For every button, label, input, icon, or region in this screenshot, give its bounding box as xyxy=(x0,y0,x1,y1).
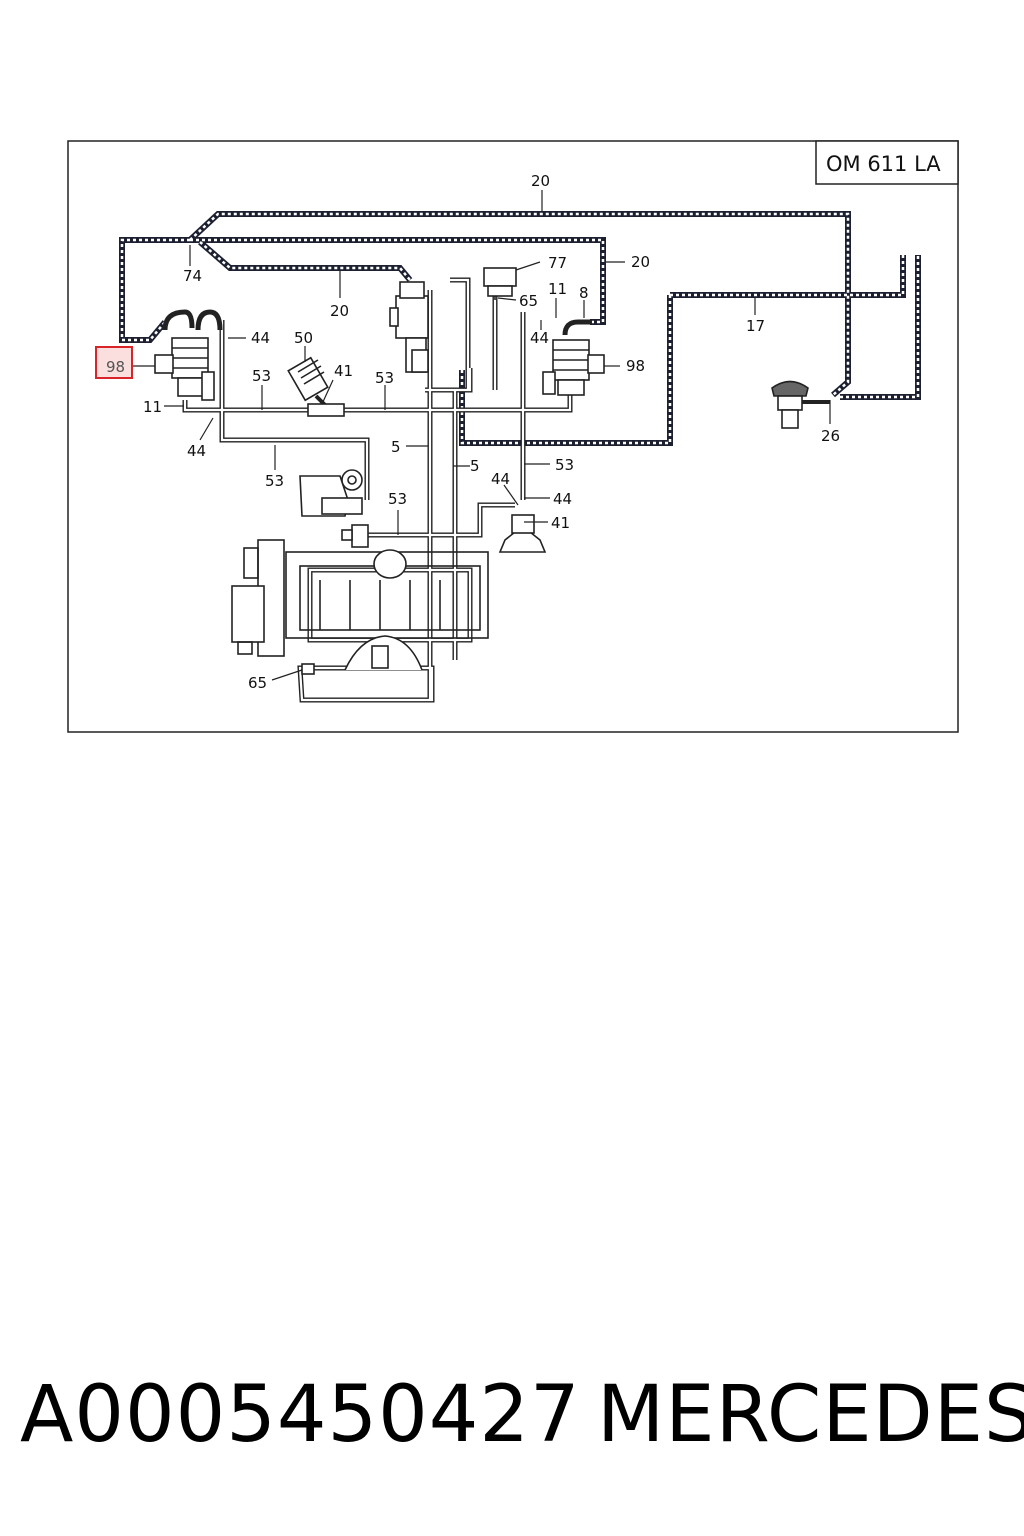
engine-tag: OM 611 LA xyxy=(826,152,941,176)
label-44-right-bottom: 44 xyxy=(553,490,572,508)
switchover-valve xyxy=(389,281,429,373)
part-number: A0005450427 xyxy=(20,1370,581,1460)
label-44-left-top: 44 xyxy=(251,329,270,347)
engine-block xyxy=(231,539,489,675)
label-17: 17 xyxy=(746,317,765,335)
callout-labels: 20 74 20 20 77 65 11 8 17 44 44 98 98 50… xyxy=(106,172,840,692)
highlight-box-98[interactable] xyxy=(95,346,133,379)
vacuum-actuator xyxy=(498,514,547,553)
label-77: 77 xyxy=(548,254,567,272)
engine-tag-box xyxy=(815,140,959,185)
label-50: 50 xyxy=(294,329,313,347)
label-44-left-bottom: 44 xyxy=(187,442,206,460)
hose-lines-inner xyxy=(183,278,572,702)
label-98-left: 98 xyxy=(106,358,125,376)
label-44-right-top: 44 xyxy=(530,329,549,347)
label-53-right: 53 xyxy=(555,456,574,474)
label-20-right: 20 xyxy=(631,253,650,271)
label-11-right: 11 xyxy=(548,280,567,298)
egr-valve xyxy=(341,524,369,548)
brand-name: MERCEDES xyxy=(597,1370,1024,1460)
label-5-left: 5 xyxy=(391,438,401,456)
label-44-mid: 44 xyxy=(491,470,510,488)
pressure-converter-left xyxy=(154,309,223,401)
label-11-left: 11 xyxy=(143,398,162,416)
solenoid-valve-26 xyxy=(771,380,830,429)
leader-lines xyxy=(132,190,831,681)
footer-caption: A0005450427 MERCEDES xyxy=(0,1370,1024,1470)
label-98-right: 98 xyxy=(626,357,645,375)
label-5-right: 5 xyxy=(470,457,480,475)
label-41-bottom: 41 xyxy=(551,514,570,532)
label-53-centre: 53 xyxy=(375,369,394,387)
turbocharger xyxy=(299,469,363,517)
label-53-lower: 53 xyxy=(265,472,284,490)
vacuum-line-diagram: OM 611 LA xyxy=(67,140,959,733)
label-8: 8 xyxy=(579,284,589,302)
label-65-bottom: 65 xyxy=(248,674,267,692)
filter-element xyxy=(287,356,332,412)
pressure-converter-right xyxy=(542,319,605,396)
label-20-mid: 20 xyxy=(330,302,349,320)
label-65-top: 65 xyxy=(519,292,538,310)
diagram-frame xyxy=(67,140,959,733)
label-53-bottom: 53 xyxy=(388,490,407,508)
label-26: 26 xyxy=(821,427,840,445)
t-piece-41 xyxy=(307,403,345,417)
pressure-sensor xyxy=(483,267,517,300)
label-53-left: 53 xyxy=(252,367,271,385)
label-74: 74 xyxy=(183,267,202,285)
vacuum-lines-dotted xyxy=(119,211,921,446)
label-41-top: 41 xyxy=(334,362,353,380)
label-20-top: 20 xyxy=(531,172,550,190)
